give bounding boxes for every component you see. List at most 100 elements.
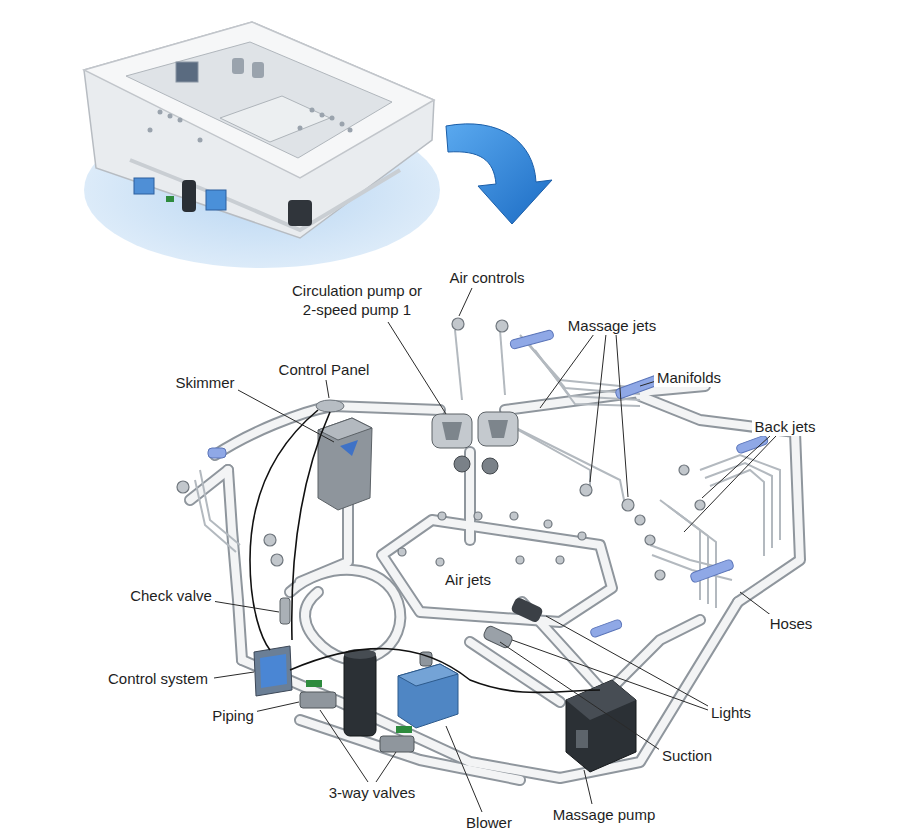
leader-line	[590, 334, 606, 482]
manifold	[509, 329, 554, 349]
skimmer	[318, 418, 372, 510]
hoses	[500, 330, 505, 395]
circulation-pump	[488, 420, 508, 438]
tub-thumbnail	[348, 128, 353, 133]
part-label: 3-way valves	[326, 783, 419, 802]
leader-line	[702, 436, 770, 498]
part-label: Control system	[105, 669, 211, 688]
part-label: Air controls	[446, 268, 527, 287]
skimmer	[340, 440, 358, 456]
jet	[496, 320, 508, 332]
tub-thumbnail	[288, 200, 312, 226]
valve	[396, 726, 412, 733]
part-label: Blower	[463, 813, 515, 832]
jet	[695, 500, 705, 510]
hoses	[510, 425, 625, 505]
tub-thumbnail	[330, 116, 335, 121]
jet	[264, 534, 276, 546]
leader-line	[500, 642, 660, 750]
part-label: Back jets	[752, 417, 819, 436]
leader-line	[684, 436, 776, 532]
piping	[190, 386, 800, 780]
leader-line	[459, 288, 472, 316]
jet	[271, 554, 283, 566]
leader-line	[212, 601, 279, 612]
jet	[544, 520, 552, 528]
jet	[452, 318, 464, 330]
wire	[250, 410, 600, 693]
leader-line	[584, 770, 592, 804]
valve	[300, 692, 336, 708]
leader-line	[540, 334, 594, 408]
leader-line	[326, 380, 329, 398]
tub-thumbnail	[298, 126, 303, 131]
leader-line	[212, 288, 776, 812]
circulation-pump	[432, 412, 518, 474]
light	[482, 625, 513, 650]
circulation-pump	[442, 422, 462, 440]
part-label: Suction	[659, 746, 715, 765]
jet	[556, 556, 564, 564]
part-label: Massage jets	[565, 316, 659, 335]
tub-thumbnail	[168, 114, 173, 119]
piping	[190, 386, 800, 780]
filter	[344, 652, 376, 736]
tub-thumbnail	[84, 22, 434, 178]
tub-thumbnail	[198, 138, 203, 143]
tub-thumbnail	[340, 122, 345, 127]
massage-pump	[576, 730, 588, 748]
jet	[510, 512, 518, 520]
jet	[398, 548, 406, 556]
tub-thumbnail	[220, 96, 330, 142]
part-label: Air jets	[442, 570, 494, 589]
leader-line	[740, 592, 772, 616]
jet	[438, 512, 446, 520]
tub-thumbnail	[148, 128, 153, 133]
blower	[398, 652, 458, 728]
check-valve	[280, 598, 290, 624]
hoses	[676, 512, 716, 608]
leader-line	[238, 390, 334, 442]
blower	[398, 664, 458, 728]
jet	[655, 570, 665, 580]
light	[510, 596, 544, 623]
piping	[190, 386, 800, 780]
leader-line	[320, 710, 368, 782]
tub-thumbnail	[310, 108, 315, 113]
tub-thumbnail	[206, 190, 226, 210]
tub-thumbnail	[130, 160, 400, 230]
control-panel	[316, 400, 344, 412]
manifold	[590, 619, 623, 638]
jet	[474, 512, 482, 520]
hoses	[455, 330, 462, 400]
tub-thumbnail	[126, 42, 392, 158]
part-label: Skimmer	[172, 373, 237, 392]
jet	[622, 499, 634, 511]
tub-thumbnail	[84, 22, 434, 238]
part-label: Manifolds	[654, 368, 724, 387]
tub-thumbnail	[166, 196, 174, 202]
part-label: Check valve	[127, 586, 215, 605]
tub-thumbnail	[176, 62, 198, 82]
tub-thumbnail	[252, 62, 264, 78]
tub-thumbnail	[134, 178, 154, 194]
manifold	[736, 435, 769, 454]
hoses	[525, 340, 640, 394]
leader-line	[616, 334, 628, 497]
skimmer	[318, 418, 372, 510]
filter	[344, 649, 376, 736]
jet	[679, 465, 689, 475]
wire	[292, 412, 330, 640]
part-label: Massage pump	[550, 805, 659, 824]
circulation-pump	[454, 456, 470, 472]
control-system	[254, 646, 292, 696]
leader-line	[214, 672, 254, 678]
hoses	[700, 455, 780, 540]
jet	[635, 515, 645, 525]
direction-arrow	[446, 124, 552, 224]
hoses	[200, 470, 240, 545]
light	[482, 596, 544, 649]
control-system	[260, 654, 287, 688]
